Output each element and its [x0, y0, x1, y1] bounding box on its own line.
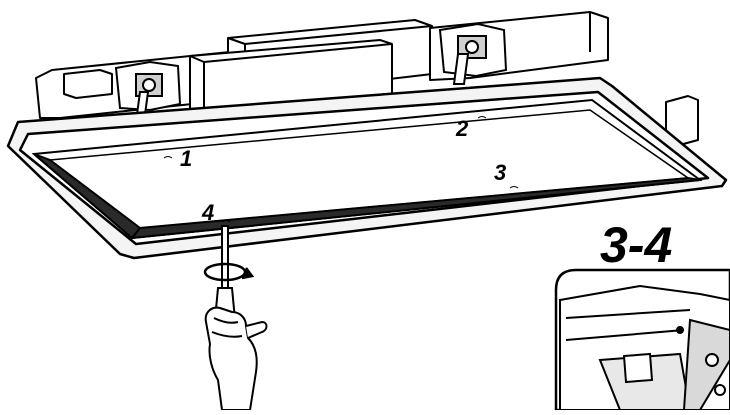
screw-marker-4: [221, 220, 231, 223]
mounting-bracket-right: [438, 22, 508, 85]
callout-1: 1: [180, 146, 192, 171]
rotation-arrow-icon: [203, 262, 255, 282]
hand-icon: [204, 306, 268, 411]
screw-marker-1: [163, 156, 173, 159]
callout-3: 3: [494, 160, 506, 185]
step-label: 3-4: [600, 217, 672, 273]
screw-marker-2: [477, 116, 487, 119]
screw-markers: [163, 116, 519, 223]
callout-4: 4: [201, 200, 214, 225]
screw-marker-3: [509, 186, 519, 189]
filter-panel: [31, 98, 703, 240]
detail-inset: [554, 268, 730, 412]
callout-2: 2: [455, 116, 469, 141]
mounting-bracket-left: [114, 60, 182, 123]
